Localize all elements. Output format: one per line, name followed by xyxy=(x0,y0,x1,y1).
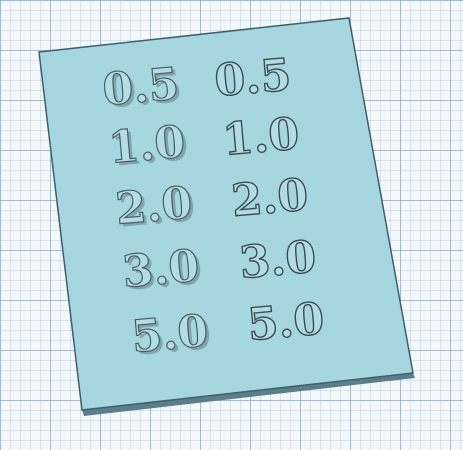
label-left-5-shadow: 5.0 xyxy=(133,308,214,365)
label-left-1-shadow: 0.5 xyxy=(104,61,185,118)
label-left-4-shadow: 3.0 xyxy=(124,243,205,300)
label-left-3-shadow: 2.0 xyxy=(117,180,198,237)
label-right-2[interactable]: 1.0 xyxy=(220,108,302,167)
label-group-left: 0.5 0.5 1.0 1.0 2.0 2.0 3.0 3.0 5.0 5.0 xyxy=(100,58,214,366)
test-plate[interactable] xyxy=(38,17,414,411)
label-left-1-text: 0.5 xyxy=(101,58,182,115)
plate-edge xyxy=(82,373,415,416)
label-right-5[interactable]: 5.0 xyxy=(245,293,327,352)
label-right-4-text: 3.0 xyxy=(238,231,319,288)
label-left-2-shadow: 1.0 xyxy=(110,119,191,176)
label-left-5-text: 5.0 xyxy=(130,305,211,362)
label-right-1[interactable]: 0.5 xyxy=(212,49,294,108)
label-left-5[interactable]: 5.0 5.0 xyxy=(129,305,214,366)
label-left-1[interactable]: 0.5 0.5 xyxy=(100,58,185,119)
label-right-5-text: 5.0 xyxy=(246,293,327,350)
label-left-2[interactable]: 1.0 1.0 xyxy=(106,116,191,177)
label-group-right: 0.5 1.0 2.0 3.0 5.0 xyxy=(212,49,327,352)
label-left-4-text: 3.0 xyxy=(121,240,202,297)
label-left-4[interactable]: 3.0 3.0 xyxy=(120,240,205,301)
label-left-3[interactable]: 2.0 2.0 xyxy=(113,177,198,238)
label-right-1-text: 0.5 xyxy=(213,49,294,106)
label-left-2-text: 1.0 xyxy=(107,116,188,173)
label-right-2-text: 1.0 xyxy=(221,108,302,165)
label-right-3[interactable]: 2.0 xyxy=(229,169,311,228)
label-right-3-text: 2.0 xyxy=(230,169,311,226)
label-right-4[interactable]: 3.0 xyxy=(237,231,319,290)
label-left-3-text: 2.0 xyxy=(114,177,195,234)
